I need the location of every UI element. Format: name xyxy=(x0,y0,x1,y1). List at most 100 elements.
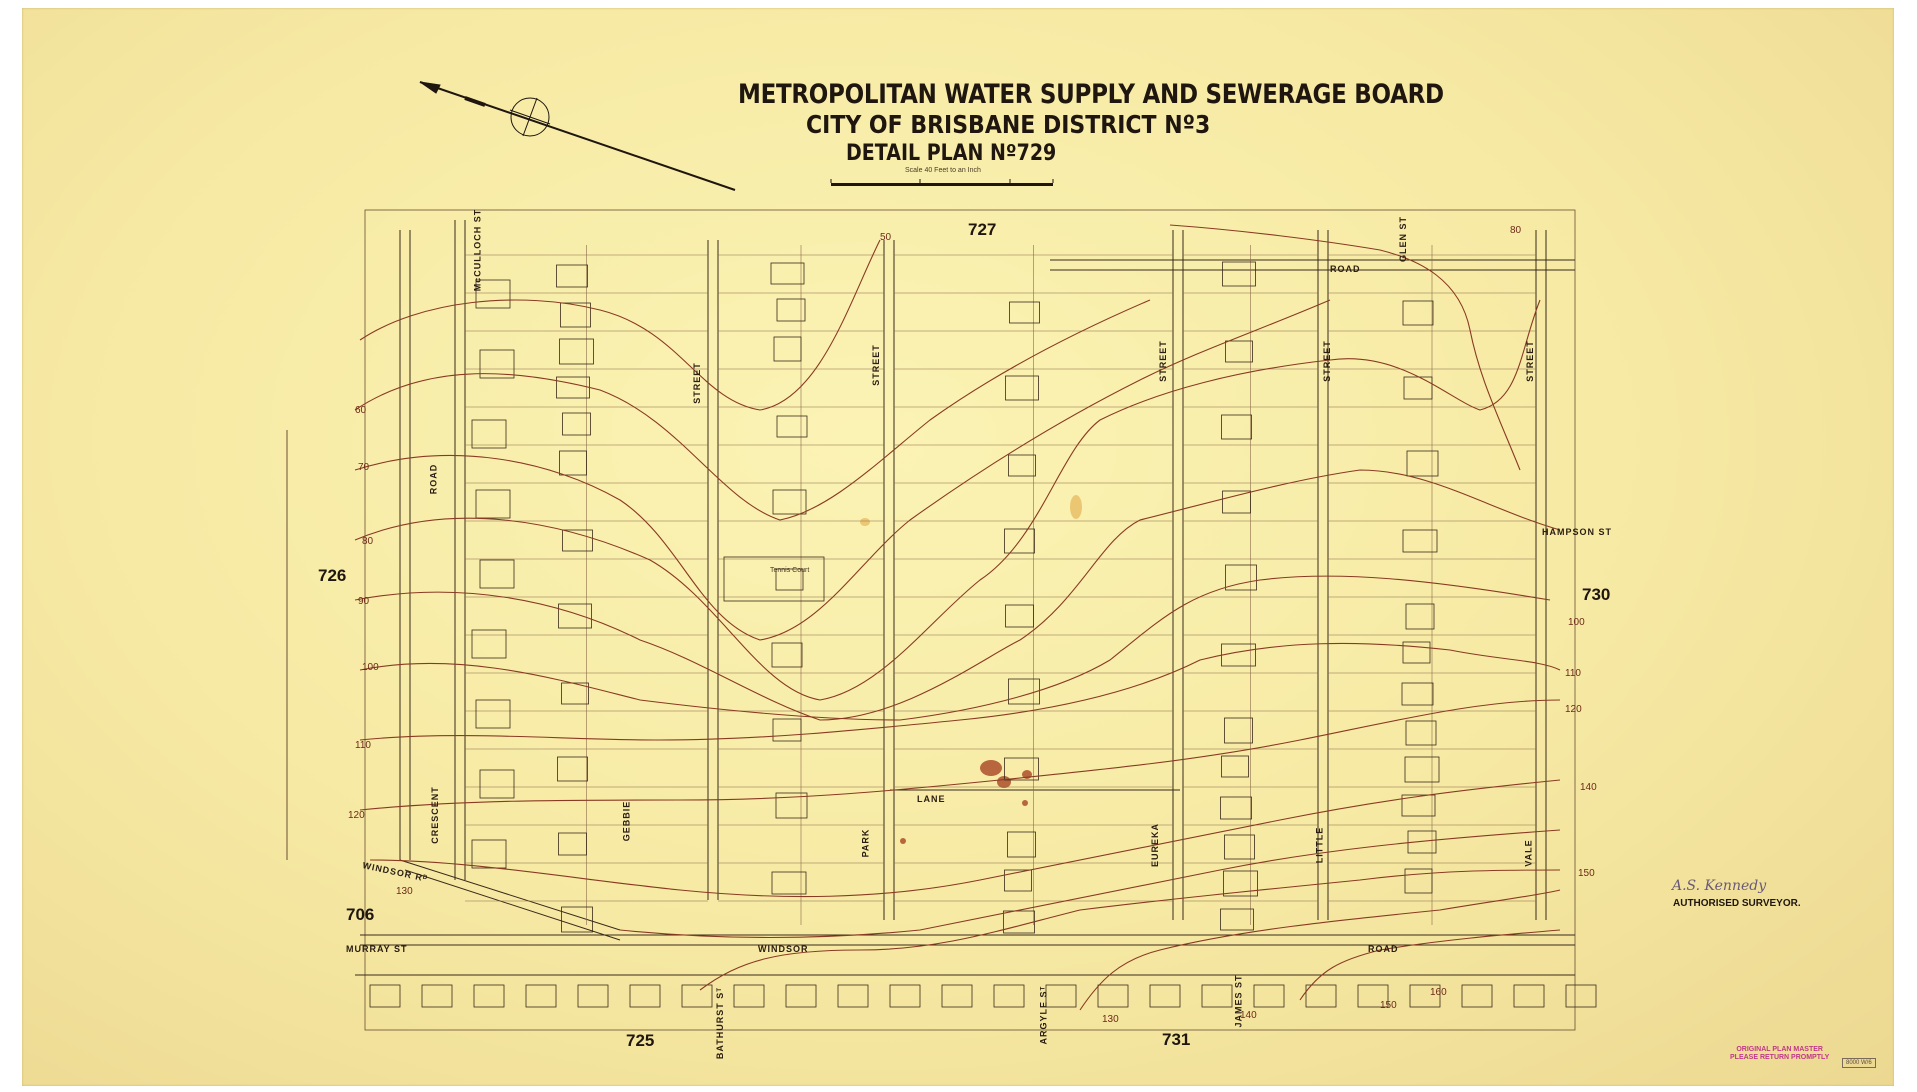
house-footprint xyxy=(560,302,591,328)
house-footprint xyxy=(1405,603,1435,630)
contour-label: 60 xyxy=(355,405,367,416)
north-arrow-icon xyxy=(419,81,736,191)
house-footprint xyxy=(471,419,507,449)
house-footprint xyxy=(471,839,507,869)
house-footprint xyxy=(771,871,807,895)
house-footprint xyxy=(1402,529,1438,553)
street-label-gebbie: GEBBIE xyxy=(621,800,632,842)
street-label-road-top: ROAD xyxy=(1330,264,1361,274)
contour-label: 100 xyxy=(1568,617,1585,628)
house-footprint xyxy=(1406,450,1439,477)
house-footprint xyxy=(562,529,593,552)
house-footprint xyxy=(770,262,805,285)
red-stain xyxy=(1022,770,1032,779)
house-footprint xyxy=(473,984,505,1008)
red-stain xyxy=(900,838,906,844)
tennis-court xyxy=(723,556,825,602)
house-footprint xyxy=(479,559,515,589)
plan-title-line1: METROPOLITAN WATER SUPPLY AND SEWERAGE B… xyxy=(738,80,1444,110)
house-footprint xyxy=(1045,984,1077,1008)
house-footprint xyxy=(1402,300,1434,326)
house-footprint xyxy=(1201,984,1233,1008)
house-footprint xyxy=(993,984,1025,1008)
house-footprint xyxy=(681,984,713,1008)
contour-label: 140 xyxy=(1240,1010,1257,1021)
street-label-road-left: ROAD xyxy=(428,463,439,495)
street-label-eureka: EUREKA xyxy=(1150,822,1161,868)
parcel-lines xyxy=(465,245,1536,925)
house-footprint xyxy=(1220,908,1254,931)
sheet-west: 726 xyxy=(318,566,347,585)
survey-frame xyxy=(286,209,1576,1031)
house-footprint xyxy=(1404,868,1433,894)
house-footprint xyxy=(1224,834,1255,860)
house-footprint xyxy=(1565,984,1597,1008)
tennis-court-label: Tennis Court xyxy=(770,567,810,574)
street-label-argyle: ARGYLE Sᵀ xyxy=(1038,985,1049,1045)
house-footprint xyxy=(1005,375,1039,401)
street-label-glen: GLEN ST xyxy=(1398,215,1409,263)
sheet-east: 730 xyxy=(1582,585,1611,604)
house-footprint xyxy=(733,984,765,1008)
house-footprint xyxy=(776,415,808,438)
contour-label: 50 xyxy=(880,232,892,243)
contour-label: 150 xyxy=(1578,868,1595,879)
house-footprint xyxy=(471,629,507,659)
house-footprint xyxy=(559,450,587,476)
plan-title-line2: CITY OF BRISBANE DISTRICT Nº3 xyxy=(806,111,1211,140)
contour-label: 80 xyxy=(362,536,374,547)
sheet-north: 727 xyxy=(968,220,997,239)
house-footprint xyxy=(1401,794,1436,817)
street-label-vale: VALE xyxy=(1523,839,1534,867)
house-footprint xyxy=(1009,301,1040,324)
street-label-park-street: STREET xyxy=(870,344,881,386)
house-footprint xyxy=(475,699,511,729)
house-footprint xyxy=(1220,796,1252,820)
street-label-murray: MURRAY ST xyxy=(346,944,408,954)
house-footprint xyxy=(771,642,803,668)
contour-label: 140 xyxy=(1580,782,1597,793)
plan-title-line3: DETAIL PLAN Nº729 xyxy=(846,140,1057,166)
house-footprint xyxy=(1221,755,1249,778)
street-lines xyxy=(355,220,1575,976)
contour-lines xyxy=(354,224,1561,1011)
contour-label: 80 xyxy=(1510,225,1522,236)
original-master-stamp: ORIGINAL PLAN MASTER PLEASE RETURN PROMP… xyxy=(1730,1046,1829,1062)
house-footprint xyxy=(775,568,804,591)
house-footprint xyxy=(557,756,588,782)
surveyor-signature: A.S. Kennedy xyxy=(1672,878,1767,894)
house-footprint xyxy=(1401,682,1434,706)
house-footprint xyxy=(1405,720,1437,746)
street-label-little-street: STREET xyxy=(1321,340,1332,382)
house-footprint xyxy=(1357,984,1389,1008)
street-label-mcculloch: McCULLOCH ST xyxy=(472,208,483,292)
house-footprint xyxy=(837,984,869,1008)
house-footprint xyxy=(775,792,808,819)
street-label-bathurst: BATHURST Sᵀ xyxy=(715,986,726,1060)
contour-label: 120 xyxy=(348,810,365,821)
house-footprint xyxy=(1305,984,1337,1008)
house-footprint xyxy=(525,984,557,1008)
house-footprint xyxy=(475,489,511,519)
street-label-windsor: WINDSOR xyxy=(758,944,809,954)
house-footprint xyxy=(1097,984,1129,1008)
house-footprint xyxy=(1149,984,1181,1008)
red-stain xyxy=(980,760,1002,776)
contour-label: 150 xyxy=(1380,1000,1397,1011)
scale-label: Scale 40 Feet to an Inch xyxy=(905,167,981,174)
contour-label: 130 xyxy=(1102,1014,1119,1025)
house-footprints xyxy=(369,261,1597,1008)
house-footprint xyxy=(1407,830,1437,854)
scale-bar xyxy=(830,179,1054,186)
contour-label: 70 xyxy=(358,462,370,473)
house-footprint xyxy=(1224,717,1253,744)
house-footprint xyxy=(559,338,594,365)
map-sheet xyxy=(22,8,1894,1086)
house-footprint xyxy=(1409,984,1441,1008)
house-footprint xyxy=(558,832,587,856)
house-footprint xyxy=(629,984,661,1008)
contour-label: 130 xyxy=(396,886,413,897)
house-footprint xyxy=(1008,454,1036,477)
house-footprint xyxy=(562,412,591,436)
